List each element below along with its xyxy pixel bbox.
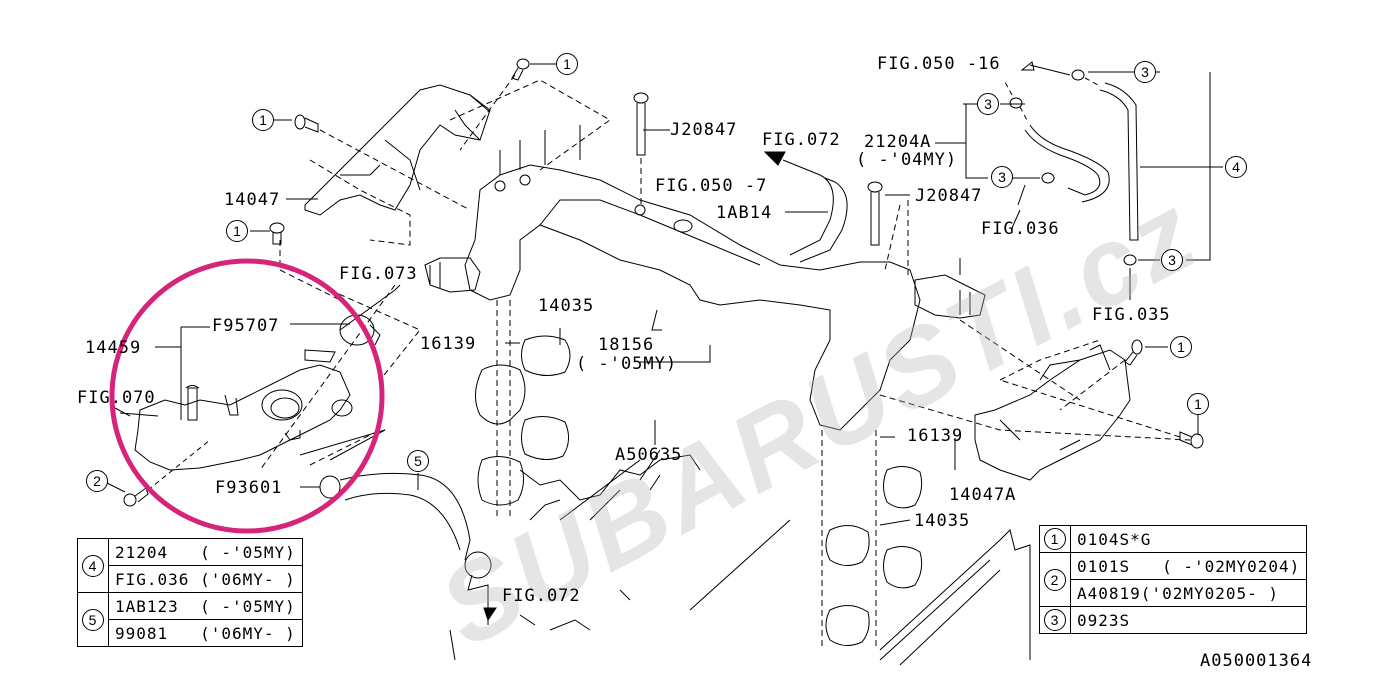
callout-4[interactable]: 4	[1225, 156, 1247, 178]
label-14459[interactable]: 14459	[85, 338, 142, 358]
legend-cell: FIG.036 ('06MY- )	[108, 565, 303, 593]
legend-row: 1 0104S*G	[1039, 525, 1308, 553]
hose-5	[339, 472, 471, 561]
legend-cell: 0923S	[1069, 606, 1308, 634]
callout-1[interactable]: 1	[1170, 336, 1192, 358]
label-fig072-top[interactable]: FIG.072	[762, 130, 841, 150]
bolt-icon	[269, 222, 285, 245]
callout-1[interactable]: 1	[226, 220, 248, 242]
legend-row: 99081 ('06MY- )	[78, 619, 303, 647]
legend-num-cell: 4	[77, 538, 109, 593]
callout-3[interactable]: 3	[1134, 61, 1156, 83]
label-f93601[interactable]: F93601	[215, 478, 283, 498]
label-j20847-left[interactable]: J20847	[670, 120, 738, 140]
label-18156-note: ( -'05MY)	[576, 354, 678, 374]
label-fig070[interactable]: FIG.070	[77, 388, 156, 408]
clamp-icon	[1009, 97, 1023, 109]
legend-cell: 1AB123 ( -'05MY)	[108, 592, 303, 620]
legend-row: 3 0923S	[1039, 606, 1308, 634]
clamp-icon	[1041, 172, 1055, 184]
legend-row: 4 21204 ( -'05MY)	[77, 538, 303, 593]
gasket-14035-left	[475, 335, 571, 506]
label-fig050-7[interactable]: FIG.050 -7	[655, 176, 768, 196]
callout-1[interactable]: 1	[252, 109, 274, 131]
label-16139-left[interactable]: 16139	[420, 334, 477, 354]
legend-num-cell: 2	[1039, 552, 1071, 607]
intake-manifold	[464, 164, 921, 431]
legend-cell: 0104S*G	[1069, 525, 1308, 553]
reference-code: A050001364	[1200, 651, 1313, 671]
clamp-icon	[1071, 69, 1085, 81]
legend-row: 5 1AB123 ( -'05MY)	[77, 592, 303, 647]
callout-4: 4	[82, 554, 104, 577]
label-14047[interactable]: 14047	[224, 190, 281, 210]
bolt-icon	[1124, 339, 1143, 366]
label-fig072-bottom[interactable]: FIG.072	[502, 586, 581, 606]
hose-21204a	[1024, 124, 1110, 203]
clamp-icon	[1123, 254, 1137, 266]
label-f95707[interactable]: F95707	[212, 316, 280, 336]
bolt-j20847-left	[633, 92, 649, 156]
legend-table-right: 1 0104S*G 2 0101S ( -'02MY0204) A40819('…	[1039, 525, 1308, 634]
label-fig035[interactable]: FIG.035	[1092, 305, 1171, 325]
legend-cell: 99081 ('06MY- )	[108, 619, 303, 647]
callout-2[interactable]: 2	[86, 470, 108, 492]
bracket-14047	[304, 84, 491, 216]
legend-row: 2 0101S ( -'02MY0204)	[1039, 552, 1308, 607]
callout-2: 2	[1044, 568, 1066, 591]
callout-1[interactable]: 1	[556, 53, 578, 75]
callout-1[interactable]: 1	[1187, 393, 1209, 415]
bolt-icon	[511, 58, 530, 81]
clamp-f93601	[319, 475, 341, 499]
bolt-j20847-right	[867, 181, 883, 246]
callout-3[interactable]: 3	[991, 166, 1013, 188]
legend-cell: 21204 ( -'05MY)	[108, 538, 303, 566]
label-14035-left[interactable]: 14035	[538, 296, 595, 316]
gasket-14035-right	[825, 466, 923, 646]
legend-num-cell: 1	[1039, 525, 1071, 553]
bolt-icon	[294, 114, 319, 133]
callout-5[interactable]: 5	[407, 450, 429, 472]
label-1ab14[interactable]: 1AB14	[716, 203, 773, 223]
label-14035-right[interactable]: 14035	[914, 511, 971, 531]
callout-3[interactable]: 3	[977, 93, 999, 115]
bolt-icon	[1179, 431, 1204, 449]
callout-5: 5	[82, 608, 104, 631]
legend-num-cell: 5	[77, 592, 109, 647]
legend-row: FIG.036 ('06MY- )	[78, 565, 303, 593]
callout-3: 3	[1044, 609, 1066, 631]
callout-1: 1	[1044, 528, 1066, 550]
legend-num-cell: 3	[1039, 606, 1071, 634]
label-fig036[interactable]: FIG.036	[981, 219, 1060, 239]
legend-table-left: 4 21204 ( -'05MY) FIG.036 ('06MY- ) 5 1A…	[77, 538, 303, 647]
bolt-icon	[123, 487, 149, 507]
highlight-circle	[109, 258, 385, 534]
label-fig073[interactable]: FIG.073	[339, 264, 418, 284]
legend-cell: A40819('02MY0205- )	[1069, 579, 1308, 607]
label-14047a[interactable]: 14047A	[949, 485, 1017, 505]
label-16139-right[interactable]: 16139	[907, 426, 964, 446]
label-21204a-note: ( -'04MY)	[856, 150, 958, 170]
leader-lines	[106, 63, 1223, 526]
label-18156[interactable]: 18156	[598, 335, 655, 355]
throttle-body-14459	[134, 349, 386, 471]
callout-3[interactable]: 3	[1161, 249, 1183, 271]
label-21204a[interactable]: 21204A	[864, 132, 932, 152]
hose-4	[1099, 82, 1139, 241]
legend-cell: 0101S ( -'02MY0204)	[1069, 552, 1308, 580]
label-fig050-16[interactable]: FIG.050 -16	[877, 54, 1001, 74]
label-j20847-right[interactable]: J20847	[915, 186, 983, 206]
bracket-14047a	[974, 349, 1131, 481]
legend-row: A40819('02MY0205- )	[1040, 579, 1308, 607]
label-a50635[interactable]: A50635	[615, 445, 683, 465]
